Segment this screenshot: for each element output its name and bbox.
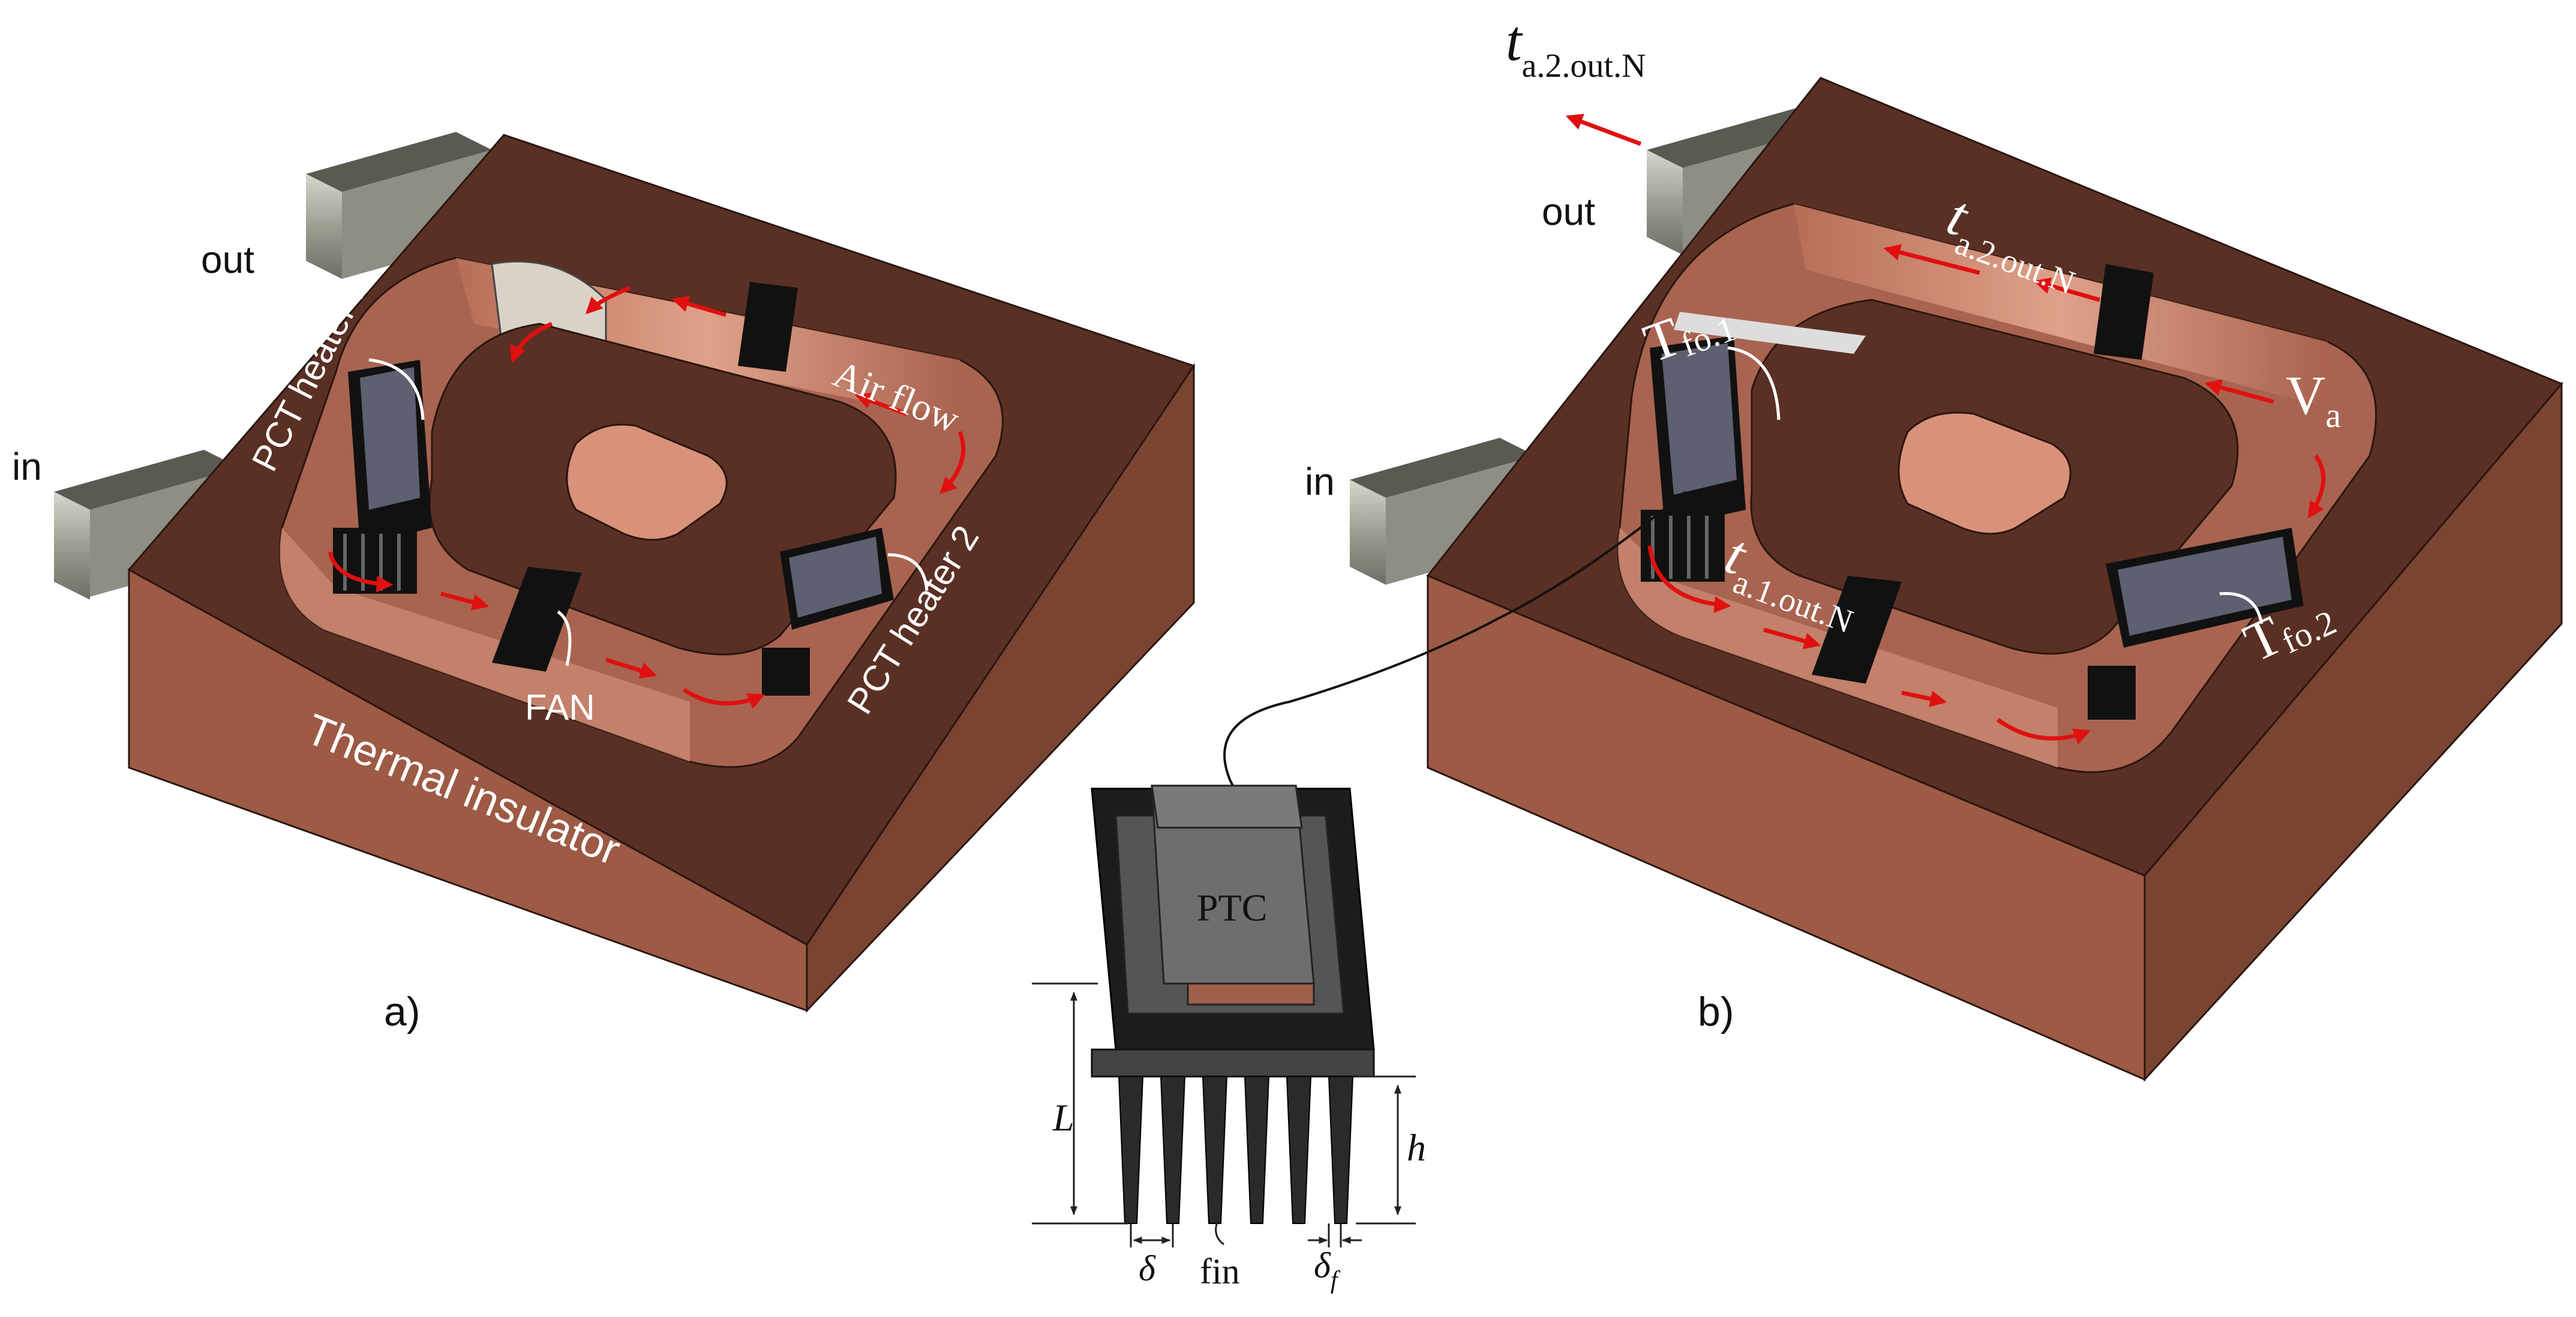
leader-tfo1-b xyxy=(1727,346,1781,420)
fin-5 xyxy=(1286,1076,1312,1224)
label-out-a: out xyxy=(201,238,254,281)
delta-f-main: δ xyxy=(1314,1246,1331,1285)
panel-b: out in ta.2.out.N ta.2.out.N ta.1.out.N … xyxy=(1223,8,2563,1082)
fin-4 xyxy=(1244,1076,1270,1224)
sensor-wire xyxy=(1223,491,1687,828)
label-in-a: in xyxy=(12,445,42,488)
insulator-side-a xyxy=(806,363,1195,1013)
ptc-strip xyxy=(1187,982,1315,1006)
caption-b: b) xyxy=(1698,989,1734,1035)
panel-a: out in PCT heater 1 PCT heater 2 FAN Air… xyxy=(12,132,1196,1035)
flow-arrows-a xyxy=(328,285,966,709)
va-sub: a xyxy=(2325,396,2341,435)
dimension-delta-f xyxy=(1308,1223,1362,1247)
heatsink-body xyxy=(1091,1048,1375,1078)
label-delta: δ xyxy=(1139,1249,1156,1288)
fin-6 xyxy=(1328,1076,1354,1224)
t-out-top-main: t xyxy=(1506,8,1523,73)
fan-top-b xyxy=(2094,264,2154,360)
cavity-wall-b xyxy=(1794,204,2328,408)
label-va: Va xyxy=(2286,365,2341,435)
core-hole-a xyxy=(566,423,728,541)
cavity-wall-left-a xyxy=(280,528,690,762)
label-L: L xyxy=(1052,1096,1074,1139)
fan-bottom-b xyxy=(1812,576,1902,684)
heatsink-detail: PTC L h δ xyxy=(1032,784,1426,1294)
ptc-heater-2-b xyxy=(2088,528,2304,720)
label-delta-f: δf xyxy=(1314,1246,1341,1294)
caption-a: a) xyxy=(384,989,420,1035)
leader-fan-a xyxy=(557,610,572,666)
label-h: h xyxy=(1407,1126,1426,1169)
label-out-b: out xyxy=(1542,190,1595,233)
flow-arrows-b xyxy=(1565,113,2326,744)
insulator-side-b xyxy=(2143,381,2563,1082)
label-ptc: PTC xyxy=(1197,886,1267,929)
label-t-out-top: ta.2.out.N xyxy=(1506,8,1646,85)
label-in-b: in xyxy=(1305,460,1335,503)
fan-top-a xyxy=(738,282,798,372)
leader-heater2-a xyxy=(887,553,929,591)
fan-bottom-a xyxy=(492,567,582,672)
leader-fin xyxy=(1215,1220,1224,1246)
heatsink-fins xyxy=(1118,1076,1354,1224)
fin-2 xyxy=(1160,1076,1186,1224)
ptc-heater-1-a xyxy=(333,360,432,594)
dimension-L xyxy=(1032,982,1128,1225)
va-main: V xyxy=(2286,365,2325,426)
ptc-heater-1-b xyxy=(1641,312,1866,582)
t-out-top-sub: a.2.out.N xyxy=(1522,47,1646,85)
fin-3 xyxy=(1202,1076,1228,1224)
ptc-top xyxy=(1151,784,1303,829)
ptc-heater-2-a xyxy=(762,528,894,696)
core-hole-b xyxy=(1898,411,2071,535)
label-fan-a: FAN xyxy=(525,687,595,727)
dimension-delta xyxy=(1130,1223,1174,1247)
leader-heater1-a xyxy=(368,358,425,420)
label-fin: fin xyxy=(1200,1252,1240,1291)
delta-f-sub: f xyxy=(1331,1267,1341,1294)
fin-1 xyxy=(1118,1076,1144,1224)
dimension-h xyxy=(1356,1075,1416,1225)
leader-tfo2-b xyxy=(2219,592,2263,624)
